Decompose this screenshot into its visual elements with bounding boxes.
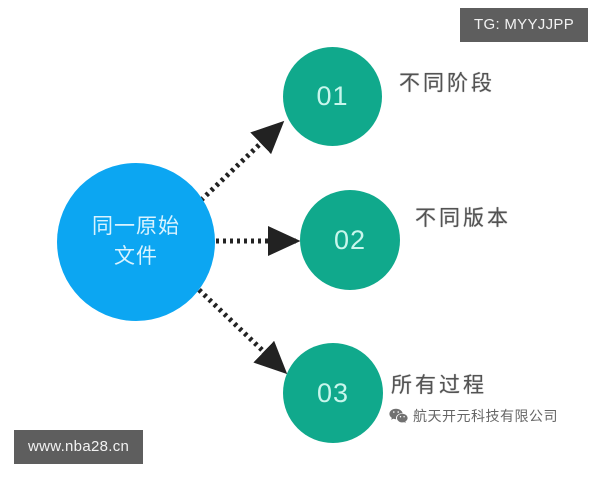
connector-root-to-03	[192, 283, 288, 375]
branch-node-02[interactable]: 02	[300, 190, 400, 290]
branch-node-01-number: 01	[316, 81, 349, 111]
branch-node-03[interactable]: 03	[283, 343, 383, 443]
branch-node-02-number: 02	[333, 224, 367, 255]
telegram-watermark-badge: TG: MYYJJPP	[460, 8, 588, 42]
branch-node-03-number: 03	[316, 377, 350, 408]
root-node[interactable]: 同一原始 文件	[57, 163, 215, 321]
root-node-label: 同一原始 文件	[92, 215, 180, 268]
branch-label-02: 不同版本	[415, 207, 511, 230]
branch-label-01: 不同阶段	[399, 72, 495, 95]
wechat-account-name: 航天开元科技有限公司	[413, 408, 558, 424]
url-watermark-badge: www.nba28.cn	[14, 430, 144, 464]
wechat-icon	[389, 408, 408, 424]
wechat-watermark: 航天开元科技有限公司	[389, 408, 558, 424]
branch-label-03: 所有过程	[391, 374, 487, 397]
branch-node-01[interactable]: 01	[283, 47, 382, 146]
connector-root-to-01	[194, 120, 285, 207]
